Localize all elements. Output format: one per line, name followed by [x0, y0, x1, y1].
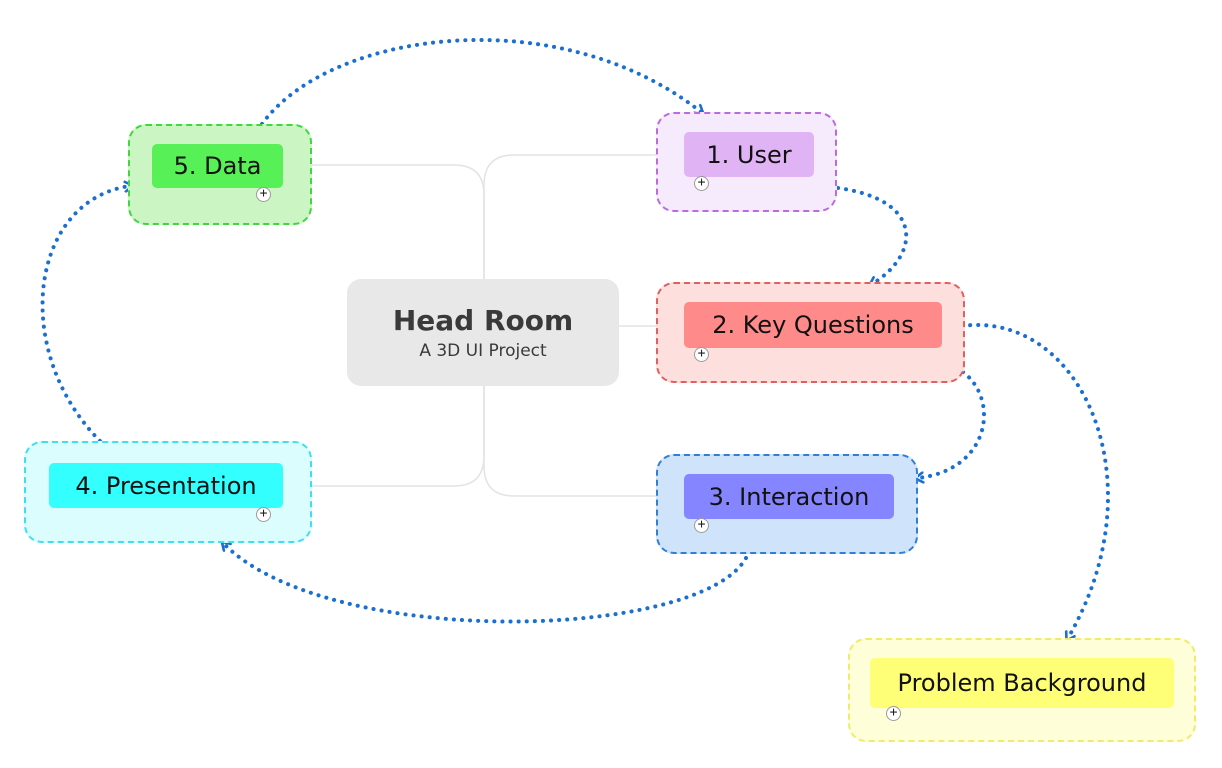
relationship-arrow-key-questions-to-interaction	[918, 370, 986, 478]
branch-line-interaction	[483, 386, 656, 497]
relationship-arrow-data-to-user	[260, 38, 701, 126]
relationship-arrow-key-questions-to-problem-background	[960, 322, 1110, 638]
central-topic-subtitle: A 3D UI Project	[419, 340, 547, 361]
central-topic[interactable]: Head Room A 3D UI Project	[347, 279, 619, 386]
topic-problem-background[interactable]: Problem Background	[870, 658, 1174, 708]
topic-user[interactable]: 1. User	[684, 132, 814, 177]
expand-toggle-data[interactable]: +	[256, 187, 271, 202]
topic-presentation[interactable]: 4. Presentation	[49, 463, 283, 508]
expand-toggle-user[interactable]: +	[694, 176, 709, 191]
expand-toggle-interaction[interactable]: +	[694, 518, 709, 533]
expand-toggle-presentation[interactable]: +	[256, 507, 271, 522]
branch-line-data	[312, 164, 485, 279]
branch-line-presentation	[312, 386, 485, 487]
relationship-arrow-user-to-key-questions	[836, 186, 909, 284]
topic-interaction[interactable]: 3. Interaction	[684, 474, 894, 519]
central-topic-title: Head Room	[392, 303, 574, 337]
expand-toggle-key-questions[interactable]: +	[694, 347, 709, 362]
topic-data[interactable]: 5. Data	[152, 144, 283, 188]
topic-key-questions[interactable]: 2. Key Questions	[684, 302, 942, 348]
expand-toggle-problem-background[interactable]: +	[886, 706, 901, 721]
relationship-arrow-interaction-to-presentation	[224, 544, 748, 624]
relationship-arrow-presentation-to-data	[40, 186, 130, 443]
branch-line-user	[483, 154, 656, 279]
